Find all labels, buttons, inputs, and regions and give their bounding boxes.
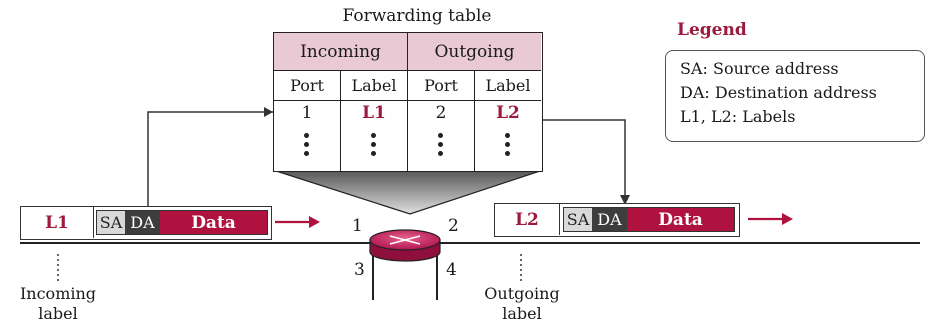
outgoing-packet: L2 SA DA Data bbox=[494, 203, 740, 237]
router-icon bbox=[369, 229, 441, 262]
outgoing-label-caption-line2: label bbox=[502, 304, 542, 323]
incoming-packet-label: L1 bbox=[21, 207, 94, 238]
incoming-sa-field: SA bbox=[97, 211, 125, 234]
outgoing-da-field: DA bbox=[592, 208, 627, 231]
cell-outgoing-label: L2 bbox=[496, 103, 520, 123]
column-header-incoming-port: Port bbox=[274, 71, 340, 101]
incoming-data-field: Data bbox=[160, 211, 267, 234]
column-header-outgoing-port: Port bbox=[408, 71, 474, 101]
outgoing-label-caption: Outgoing label bbox=[472, 284, 572, 324]
outgoing-header: Outgoing bbox=[408, 33, 541, 71]
outgoing-label-caption-line1: Outgoing bbox=[484, 284, 560, 303]
more-rows-dots bbox=[304, 133, 310, 160]
legend-box: SA: Source address DA: Destination addre… bbox=[665, 50, 925, 142]
outgoing-packet-label: L2 bbox=[495, 204, 560, 235]
column-header-outgoing-label: Label bbox=[475, 71, 541, 101]
column-outgoing-label: Label L2 bbox=[475, 71, 541, 171]
legend-item-da: DA: Destination address bbox=[680, 83, 877, 102]
incoming-to-table-line bbox=[147, 111, 273, 210]
incoming-arrowhead bbox=[264, 107, 273, 117]
forwarding-table-title: Forwarding table bbox=[342, 6, 492, 26]
outgoing-arrowhead bbox=[620, 195, 630, 205]
flow-arrow-in-head bbox=[309, 216, 320, 228]
legend-title: Legend bbox=[677, 20, 747, 40]
cell-incoming-port: 1 bbox=[301, 103, 313, 123]
incoming-label-caption-line2: label bbox=[38, 304, 78, 323]
more-rows-dots bbox=[438, 133, 444, 160]
incoming-packet-payload: SA DA Data bbox=[96, 210, 268, 235]
incoming-packet: L1 SA DA Data bbox=[20, 206, 272, 240]
cell-incoming-label: L1 bbox=[362, 103, 386, 123]
outgoing-packet-payload: SA DA Data bbox=[563, 207, 735, 232]
column-header-incoming-label: Label bbox=[341, 71, 407, 101]
column-outgoing-port: Port 2 bbox=[408, 71, 475, 171]
column-incoming-label: Label L1 bbox=[341, 71, 408, 171]
router-port-2: 2 bbox=[448, 216, 459, 236]
legend-item-sa: SA: Source address bbox=[680, 59, 839, 78]
incoming-label-caption: Incoming label bbox=[8, 284, 108, 324]
router-port-1: 1 bbox=[352, 216, 363, 236]
flow-arrow-out-head bbox=[782, 213, 793, 225]
forwarding-table: Incoming Outgoing Port 1 Label L1 Port 2… bbox=[273, 32, 543, 172]
incoming-da-field: DA bbox=[125, 211, 160, 234]
more-rows-dots bbox=[505, 133, 511, 160]
column-incoming-port: Port 1 bbox=[274, 71, 341, 171]
router-port-4: 4 bbox=[446, 260, 457, 280]
legend-item-labels: L1, L2: Labels bbox=[680, 107, 796, 126]
outgoing-sa-field: SA bbox=[564, 208, 592, 231]
cell-outgoing-port: 2 bbox=[435, 103, 447, 123]
outgoing-data-field: Data bbox=[627, 208, 734, 231]
incoming-header: Incoming bbox=[274, 33, 408, 71]
router-port-3: 3 bbox=[354, 260, 365, 280]
table-to-outgoing-line bbox=[525, 119, 626, 198]
incoming-label-caption-line1: Incoming bbox=[19, 284, 97, 303]
more-rows-dots bbox=[371, 133, 377, 160]
